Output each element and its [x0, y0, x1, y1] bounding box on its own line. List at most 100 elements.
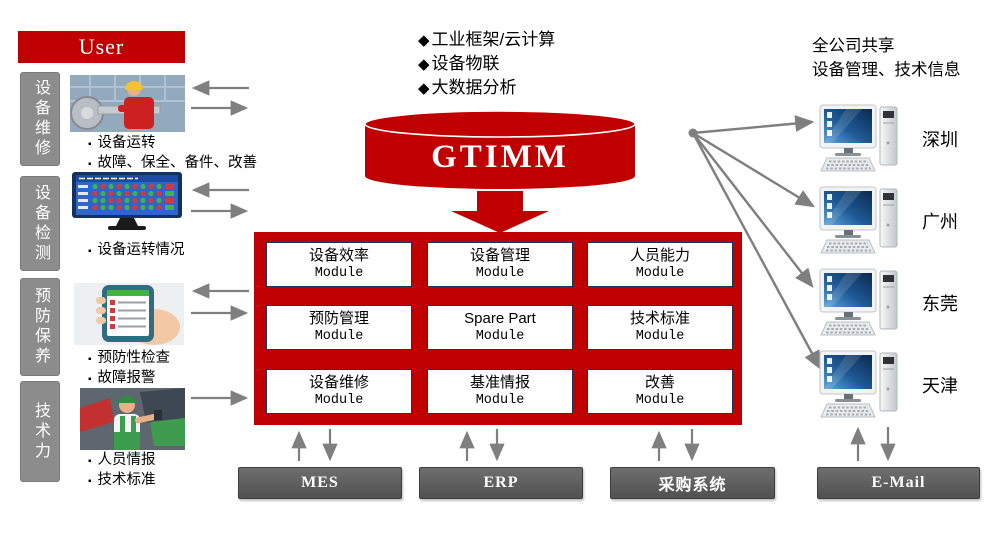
tablet-checklist-image: [74, 283, 184, 345]
feature-item: ◆设备物联: [418, 52, 555, 76]
technician-image: [80, 388, 185, 450]
module-baseline-information: 基准情报 Module: [427, 369, 573, 414]
status-board-image: [72, 172, 182, 230]
maintenance-bullet-list: ▪ 设备运转 ▪ 故障、保全、备件、改善: [88, 134, 260, 174]
system-label: ERP: [483, 474, 519, 491]
skill-bullet-list: ▪ 人员情报 ▪ 技术标准: [88, 451, 260, 491]
arrow-to-guangzhou: [692, 131, 816, 208]
bullet-text: 人员情报: [97, 452, 156, 468]
tab-label: 设备维修: [32, 79, 49, 159]
bullet-text: 预防性检查: [97, 350, 171, 366]
list-item: ▪ 人员情报: [88, 451, 260, 471]
site-tianjin: 天津: [818, 348, 998, 422]
worker-machine-image: [70, 75, 185, 132]
square-bullet-icon: ▪: [88, 159, 92, 170]
purchasing-system-box: 采购系统: [610, 467, 775, 499]
site-label: 广州: [922, 212, 958, 232]
site-label: 深圳: [922, 130, 958, 150]
computer-icon: [819, 268, 898, 336]
diamond-bullet-icon: ◆: [418, 56, 430, 73]
module-title: 基准情报: [469, 374, 530, 391]
system-label: E-Mail: [871, 474, 926, 491]
square-bullet-icon: ▪: [88, 354, 92, 365]
tab-preventive-maintenance: 预防保养: [20, 278, 60, 376]
sharing-title-line2: 设备管理、技术信息: [812, 61, 961, 79]
square-bullet-icon: ▪: [88, 456, 92, 467]
list-item: ▪ 设备运转: [88, 134, 260, 154]
bullet-text: 设备运转情况: [97, 242, 185, 258]
bullet-text: 故障、保全、备件、改善: [97, 155, 258, 171]
module-subtitle: Module: [635, 266, 685, 281]
computer-icon: [819, 186, 898, 254]
bullet-text: 故障报警: [97, 370, 156, 386]
list-item: ▪ 设备运转情况: [88, 241, 260, 261]
square-bullet-icon: ▪: [88, 374, 92, 385]
module-title: 设备管理: [469, 247, 530, 264]
list-item: ▪ 预防性检查: [88, 349, 260, 369]
module-subtitle: Module: [314, 266, 364, 281]
computer-icon: [819, 104, 898, 172]
module-subtitle: Module: [635, 393, 685, 408]
diamond-bullet-icon: ◆: [418, 32, 430, 49]
tab-technical-skill: 技术力: [20, 381, 60, 482]
module-technical-standard: 技术标准 Module: [587, 305, 733, 350]
module-title: 技术标准: [629, 310, 690, 327]
tab-equipment-inspection: 设备检测: [20, 176, 60, 271]
site-dongguan: 东莞: [818, 266, 998, 340]
bullet-text: 设备运转: [97, 135, 156, 151]
tab-label: 预防保养: [32, 287, 49, 367]
module-subtitle: Module: [314, 393, 364, 408]
diamond-bullet-icon: ◆: [418, 80, 430, 97]
feature-text: 大数据分析: [431, 78, 517, 97]
computer-icon: [819, 350, 898, 418]
module-title: 人员能力: [629, 247, 690, 264]
gtimm-label: GTIMM: [431, 139, 569, 175]
square-bullet-icon: ▪: [88, 476, 92, 487]
tab-label: 设备检测: [32, 183, 49, 264]
feature-text: 设备物联: [431, 54, 500, 73]
square-bullet-icon: ▪: [88, 139, 92, 150]
module-subtitle: Module: [475, 266, 525, 281]
module-improvement: 改善 Module: [587, 369, 733, 414]
module-title: Spare Part: [464, 310, 536, 327]
module-personnel-capability: 人员能力 Module: [587, 242, 733, 287]
system-label: 采购系统: [658, 477, 727, 494]
module-equipment-maintenance: 设备维修 Module: [266, 369, 412, 414]
down-arrow: [451, 191, 549, 233]
sharing-title: 全公司共享 设备管理、技术信息: [812, 34, 961, 82]
module-equipment-efficiency: 设备效率 Module: [266, 242, 412, 287]
user-banner-label: User: [78, 34, 125, 59]
module-title: 设备效率: [308, 247, 369, 264]
module-title: 预防管理: [308, 310, 369, 327]
platform-feature-list: ◆工业框架/云计算 ◆设备物联 ◆大数据分析: [418, 28, 555, 100]
feature-item: ◆工业框架/云计算: [418, 28, 555, 52]
tab-label: 技术力: [32, 401, 49, 462]
square-bullet-icon: ▪: [88, 246, 92, 257]
bullet-text: 技术标准: [97, 472, 156, 488]
erp-system-box: ERP: [419, 467, 583, 499]
module-title: 改善: [644, 374, 675, 391]
site-shenzhen: 深圳: [818, 102, 998, 176]
share-hub-dot: [688, 128, 698, 138]
sharing-title-line1: 全公司共享: [812, 37, 895, 55]
module-subtitle: Module: [635, 329, 685, 344]
module-subtitle: Module: [475, 393, 525, 408]
inspection-bullet-list: ▪ 设备运转情况: [88, 241, 260, 261]
module-equipment-management: 设备管理 Module: [427, 242, 573, 287]
tab-equipment-maintenance: 设备维修: [20, 72, 60, 166]
user-banner: User: [18, 31, 185, 63]
site-label: 天津: [922, 376, 958, 396]
site-label: 东莞: [922, 294, 958, 314]
feature-text: 工业框架/云计算: [431, 30, 556, 49]
module-title: 设备维修: [308, 374, 369, 391]
prevention-bullet-list: ▪ 预防性检查 ▪ 故障报警: [88, 349, 260, 389]
mes-system-box: MES: [238, 467, 402, 499]
site-guangzhou: 广州: [818, 184, 998, 258]
system-label: MES: [301, 474, 339, 491]
list-item: ▪ 故障、保全、备件、改善: [88, 154, 260, 174]
email-system-box: E-Mail: [817, 467, 980, 499]
